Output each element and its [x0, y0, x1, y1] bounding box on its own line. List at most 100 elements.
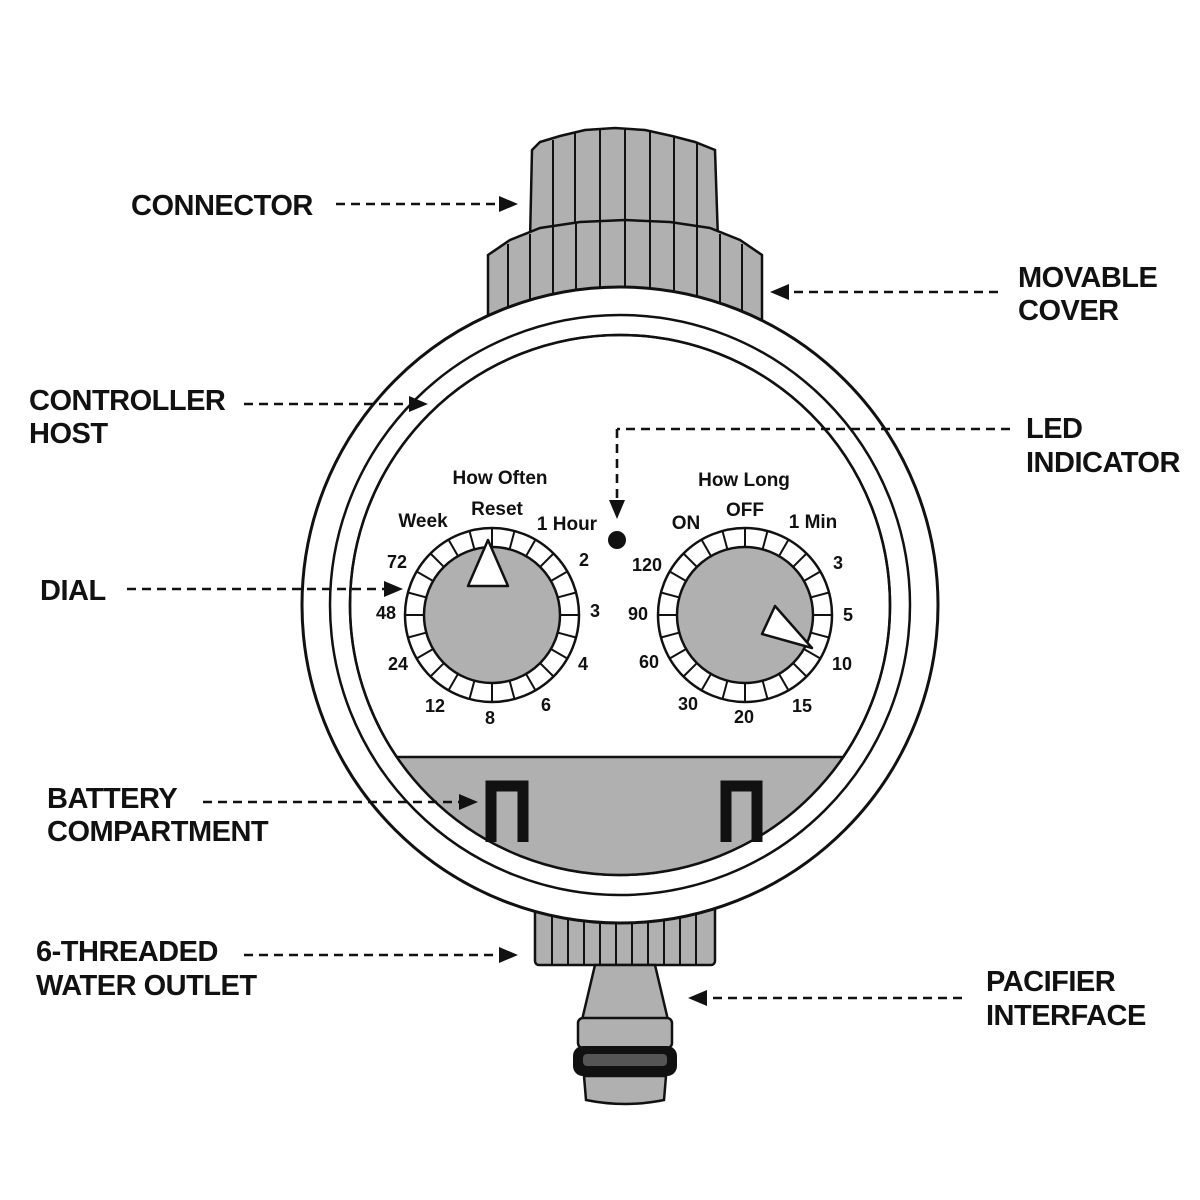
frequency-scale-label: 1 Hour — [537, 514, 598, 535]
frequency-scale-label: 3 — [590, 601, 600, 621]
dial-tick — [524, 671, 537, 691]
water-outlet-callout: 6-THREADED WATER OUTLET — [36, 936, 518, 1002]
arrow-right-icon — [409, 396, 428, 412]
duration-scale-label: 120 — [632, 555, 662, 575]
dial-tick — [660, 591, 682, 599]
duration-scale-label: 10 — [832, 654, 852, 674]
led-indicator-label-line1: LED — [1026, 413, 1083, 445]
duration-off-label: OFF — [726, 500, 764, 521]
frequency-scale-label: 4 — [578, 654, 588, 674]
dial-tick — [524, 539, 537, 559]
arrow-right-icon — [499, 947, 518, 963]
dial-tick — [790, 552, 808, 570]
movable-cover-label-line1: MOVABLE — [1018, 262, 1158, 294]
duration-scale-label: 1 Min — [789, 512, 838, 533]
duration-scale-label: 20 — [734, 707, 754, 727]
dial-tick — [660, 631, 682, 639]
pacifier-interface-callout: PACIFIER INTERFACE — [688, 966, 1147, 1032]
led-indicator-label-line2: INDICATOR — [1026, 447, 1180, 479]
frequency-scale-label: 12 — [425, 696, 445, 716]
battery-compartment-label-line2: COMPARTMENT — [47, 816, 269, 848]
arrow-left-icon — [688, 990, 707, 1006]
duration-scale-label: 60 — [639, 652, 659, 672]
duration-scale-label: 3 — [833, 553, 843, 573]
dial-tick — [682, 660, 700, 678]
dial-tick — [777, 539, 790, 559]
duration-scale-label: 15 — [792, 696, 812, 716]
frequency-scale-label: 2 — [579, 550, 589, 570]
dial-tick — [407, 591, 429, 599]
controller-host-label-line1: CONTROLLER — [29, 385, 226, 417]
dial-tick — [721, 678, 729, 700]
dial-tick — [508, 530, 516, 552]
duration-scale-label: 30 — [678, 694, 698, 714]
dial-tick — [416, 570, 436, 583]
dial-label: DIAL — [40, 575, 106, 607]
battery-clip-left-icon — [485, 780, 529, 842]
dial-tick — [429, 660, 447, 678]
dial-tick — [537, 660, 555, 678]
led-indicator-callout: LED INDICATOR — [609, 413, 1181, 519]
connector-callout: CONNECTOR — [131, 190, 518, 222]
dial-tick — [555, 631, 577, 639]
dial-tick — [761, 678, 769, 700]
dial-tick — [548, 570, 568, 583]
dial-tick — [537, 552, 555, 570]
arrow-left-icon — [770, 284, 789, 300]
dial-tick — [777, 671, 790, 691]
movable-cover-callout: MOVABLE COVER — [770, 262, 1158, 327]
dial-tick — [669, 647, 689, 660]
dial-tick — [555, 591, 577, 599]
duration-dial-knob[interactable] — [675, 545, 815, 685]
dial-tick — [790, 660, 808, 678]
dial-tick — [468, 678, 476, 700]
battery-clip-right-icon — [720, 780, 763, 842]
frequency-scale-label: Week — [398, 511, 448, 532]
pacifier-nozzle — [573, 963, 677, 1106]
led-indicator — [608, 531, 626, 549]
duration-dial[interactable]: How Long OFF ON 1 Min 3 5 10 15 20 30 60… — [628, 470, 853, 727]
arrow-down-icon — [609, 500, 625, 519]
frequency-dial[interactable]: How Often Reset Week 1 Hour 2 3 4 6 8 12… — [376, 468, 600, 728]
frequency-scale-label: 6 — [541, 695, 551, 715]
dial-tick — [801, 647, 821, 660]
movable-cover-label-line2: COVER — [1018, 295, 1119, 327]
frequency-scale-label: 24 — [388, 654, 408, 674]
dial-tick — [407, 631, 429, 639]
frequency-pointer-icon — [466, 538, 510, 588]
controller-host-callout: CONTROLLER HOST — [29, 385, 428, 450]
arrow-right-icon — [459, 794, 478, 810]
frequency-scale-label: 8 — [485, 708, 495, 728]
pacifier-interface-label-line1: PACIFIER — [986, 966, 1116, 998]
connector-label: CONNECTOR — [131, 190, 313, 222]
dial-tick — [700, 539, 713, 559]
dial-tick — [682, 552, 700, 570]
duration-dial-title: How Long — [698, 470, 790, 491]
duration-scale-label: 90 — [628, 604, 648, 624]
dial-tick — [700, 671, 713, 691]
dial-tick — [508, 678, 516, 700]
controller-host-label-line2: HOST — [29, 418, 108, 450]
battery-compartment-callout: BATTERY COMPARTMENT — [47, 783, 478, 848]
duration-scale-label: 5 — [843, 605, 853, 625]
arrow-right-icon — [499, 196, 518, 212]
battery-compartment-label-line1: BATTERY — [47, 783, 177, 815]
frequency-scale-label: 48 — [376, 603, 396, 623]
dial-tick — [669, 570, 689, 583]
dial-tick — [447, 671, 460, 691]
water-outlet-label-line1: 6-THREADED — [36, 936, 218, 968]
frequency-reset-label: Reset — [471, 499, 523, 520]
dial-tick — [721, 530, 729, 552]
dial-tick — [761, 530, 769, 552]
duration-scale-label: ON — [672, 513, 701, 534]
pacifier-interface-label-line2: INTERFACE — [986, 1000, 1146, 1032]
dial-tick — [801, 570, 821, 583]
dial-callout: DIAL — [40, 575, 403, 607]
dial-tick — [468, 530, 476, 552]
frequency-scale-label: 72 — [387, 552, 407, 572]
duration-pointer-icon — [760, 604, 814, 650]
frequency-dial-title: How Often — [453, 468, 548, 489]
dial-tick — [548, 647, 568, 660]
dial-tick — [808, 591, 830, 599]
